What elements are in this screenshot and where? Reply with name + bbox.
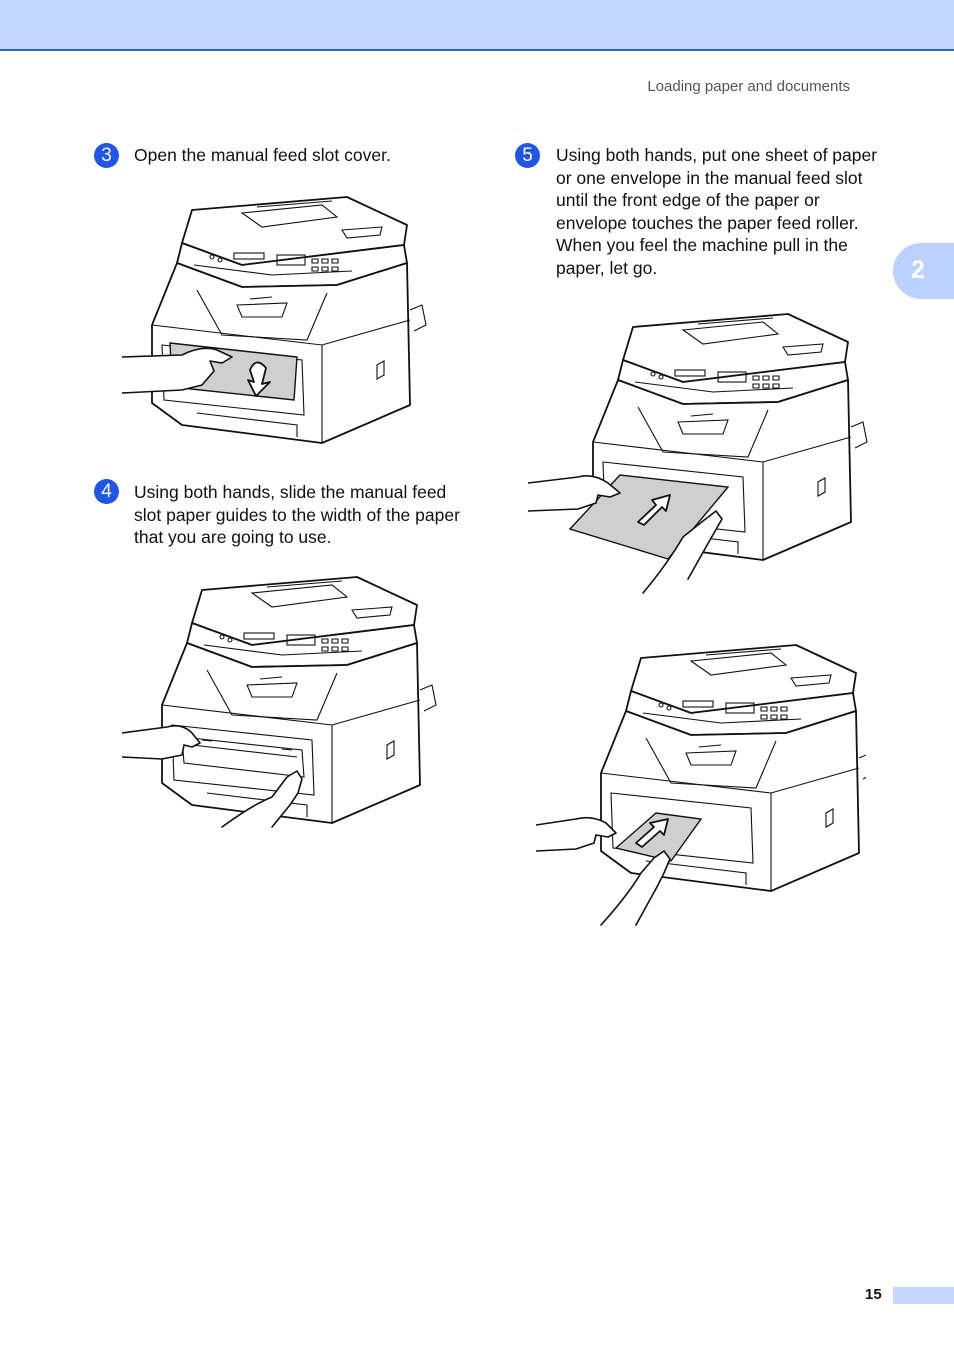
slide-paper-guides-illustration — [122, 576, 437, 828]
step-number-badge: 4 — [94, 479, 119, 504]
footer-bar — [893, 1287, 954, 1304]
paper-pulled-in-illustration — [536, 644, 866, 926]
step-instruction: Using both hands, slide the manual feed … — [134, 482, 460, 547]
chapter-tab-label: 2 — [911, 256, 925, 284]
chapter-tab[interactable]: 2 — [893, 243, 954, 299]
open-manual-feed-cover-illustration — [122, 196, 427, 444]
insert-paper-illustration — [528, 313, 868, 594]
step-number-badge: 5 — [515, 143, 540, 168]
section-title: Loading paper and documents — [647, 78, 850, 95]
step-number-badge: 3 — [94, 143, 119, 168]
step-instruction: Open the manual feed slot cover. — [134, 145, 391, 165]
header-bar — [0, 0, 954, 51]
step-instruction: Using both hands, put one sheet of paper… — [556, 145, 878, 278]
page-number: 15 — [865, 1286, 882, 1303]
